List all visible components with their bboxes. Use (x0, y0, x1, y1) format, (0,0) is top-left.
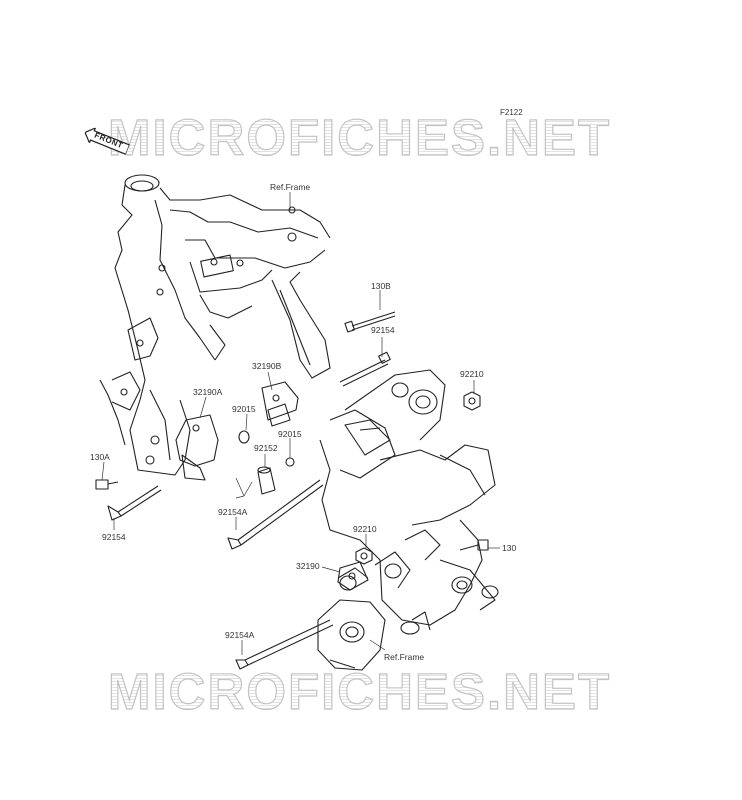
part-label-92154a: 92154A (218, 507, 248, 517)
collar-92015 (238, 403, 295, 467)
ref-frame-label-top: Ref.Frame (270, 182, 311, 192)
part-label-92210: 92210 (460, 369, 484, 379)
collar-92152 (257, 466, 276, 495)
front-arrow-icon: FRONT (82, 125, 131, 157)
part-label-32190a: 32190A (193, 387, 223, 397)
bolt-92154a-middle (227, 479, 324, 550)
part-label-92152: 92152 (254, 443, 278, 453)
part-label-92015: 92015 (232, 404, 256, 414)
figure-code: F2122 (500, 108, 523, 117)
bolt-92154-upper (339, 351, 391, 387)
bolt-92154a-lower (235, 619, 334, 670)
part-label-92154: 92154 (371, 325, 395, 335)
part-label-92154a-lower: 92154A (225, 630, 255, 640)
mount-bracket-32190b (261, 381, 299, 421)
part-label-92154-left: 92154 (102, 532, 126, 542)
part-label-130: 130 (502, 543, 517, 553)
part-label-32190b: 32190B (252, 361, 282, 371)
nut-92210-lower (355, 547, 373, 565)
part-label-32190: 32190 (296, 561, 320, 571)
bolt-130b (344, 311, 396, 333)
part-label-130b: 130B (371, 281, 391, 291)
part-label-130a: 130A (90, 452, 110, 462)
frame-upper-illustration (99, 174, 331, 476)
leader-lines (101, 192, 500, 655)
engine-bracket-lower-illustration (317, 567, 386, 671)
bolt-92154-left (107, 485, 162, 521)
ref-frame-label-bottom: Ref.Frame (384, 652, 425, 662)
bolt-130a (95, 479, 119, 490)
bolt-130-right (459, 539, 489, 551)
watermark-bottom: MICROFICHES.NET (107, 662, 612, 720)
mount-bracket-32190a (175, 414, 219, 481)
bracket-32190 (337, 561, 369, 591)
engine-bracket-right-illustration (319, 369, 499, 635)
part-label-92210-lower: 92210 (353, 524, 377, 534)
nut-92210-upper (463, 391, 481, 411)
part-label-92015-second: 92015 (278, 429, 302, 439)
watermark-top: MICROFICHES.NET (107, 108, 612, 166)
